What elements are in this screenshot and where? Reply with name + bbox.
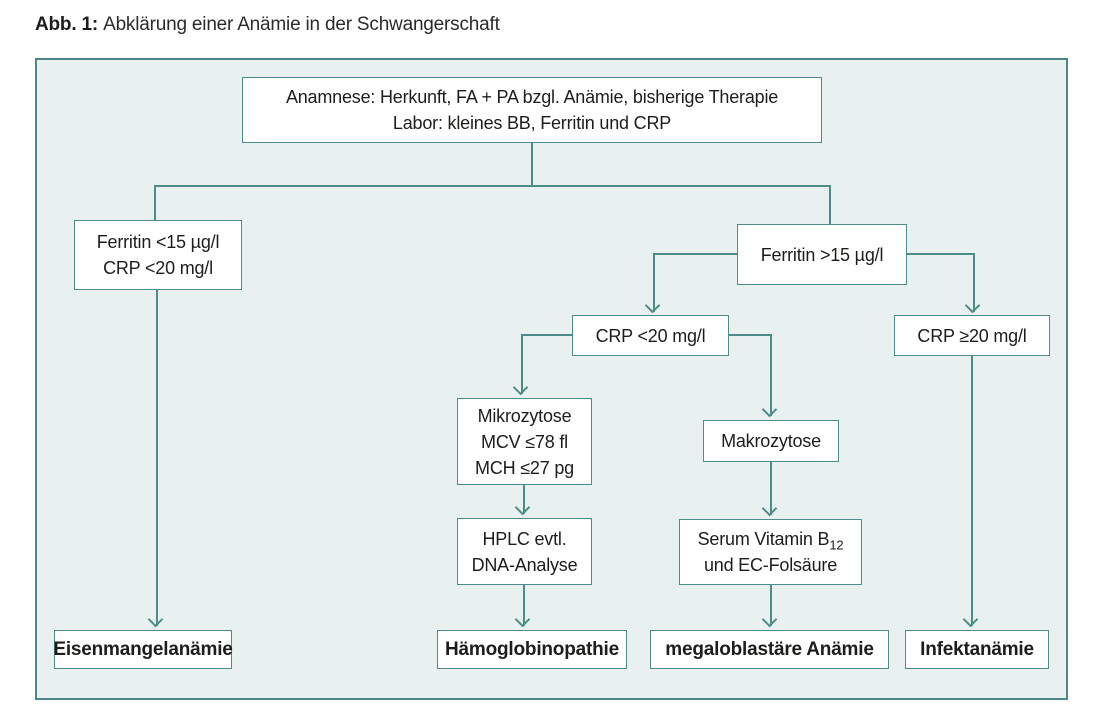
connector-branch-horizontal <box>154 185 831 187</box>
arrowhead-hplc-icon <box>514 499 531 516</box>
node-ferritin-high-line1: Ferritin >15 µg/l <box>760 244 884 265</box>
node-serum-b12-line1-prefix: Serum Vitamin B <box>697 529 830 549</box>
node-hplc-line1: HPLC evtl. <box>482 528 567 549</box>
node-megaloblastaere-anaemie: megaloblastäre Anämie <box>650 630 889 669</box>
connector-crp-high-to-infekt <box>971 356 973 626</box>
node-eisenmangelanaemie: Eisenmangelanämie <box>53 630 233 669</box>
connector-crp-low-left-horizontal <box>521 334 572 336</box>
node-anamnese: Anamnese: Herkunft, FA + PA bzgl. Anämie… <box>242 77 822 143</box>
connector-makrozytose-to-serum <box>770 462 772 515</box>
node-crp-high-line1: CRP ≥20 mg/l <box>917 325 1027 346</box>
node-mikrozytose: Mikrozytose MCV ≤78 fl MCH ≤27 pg <box>457 398 592 485</box>
node-infektanaemie: Infektanämie <box>905 630 1049 669</box>
node-eisenmangelanaemie-label: Eisenmangelanämie <box>53 638 233 660</box>
arrowhead-infekt-icon <box>962 611 979 628</box>
node-ferritin-low-line1: Ferritin <15 µg/l <box>96 232 220 252</box>
connector-mikrozytose-to-hplc <box>523 485 525 514</box>
arrowhead-megaloblastaere-icon <box>761 611 778 628</box>
node-makrozytose: Makrozytose <box>703 420 839 462</box>
node-hplc: HPLC evtl. DNA-Analyse <box>457 518 592 585</box>
connector-ferritin-high-to-crp-high <box>973 253 975 312</box>
connector-crp-low-to-makrozytose <box>770 334 772 416</box>
node-ferritin-high: Ferritin >15 µg/l <box>737 224 907 285</box>
node-crp-high: CRP ≥20 mg/l <box>894 315 1050 356</box>
node-mikrozytose-line3: MCH ≤27 pg <box>475 457 574 478</box>
arrowhead-eisenmangel-icon <box>147 611 164 628</box>
figure-caption: Abb. 1: Abklärung einer Anämie in der Sc… <box>35 14 500 36</box>
node-mikrozytose-line1: Mikrozytose <box>477 405 572 426</box>
node-serum-b12-line1-subscript: 12 <box>829 537 844 553</box>
node-ferritin-low-line2: CRP <20 mg/l <box>103 258 213 278</box>
node-makrozytose-line1: Makrozytose <box>721 431 821 451</box>
connector-ferritin-high-left-horizontal <box>653 253 737 255</box>
flowchart-panel: Anamnese: Herkunft, FA + PA bzgl. Anämie… <box>35 58 1068 700</box>
arrowhead-haemoglobinopathie-icon <box>514 611 531 628</box>
arrowhead-crp-high-icon <box>964 297 981 314</box>
node-serum-b12-line1: Serum Vitamin B12 <box>698 526 844 552</box>
connector-anamnese-down <box>531 143 533 187</box>
connector-crp-low-right-horizontal <box>729 334 772 336</box>
connector-branch-right-down <box>829 185 831 224</box>
connector-serum-to-megaloblastaere <box>770 585 772 626</box>
node-hplc-line2: DNA-Analyse <box>471 554 578 575</box>
node-haemoglobinopathie-label: Hämoglobinopathie <box>445 638 619 660</box>
connector-branch-left-down <box>154 185 156 220</box>
figure-caption-label: Abb. 1: <box>35 14 98 35</box>
node-serum-b12-line2: und EC-Folsäure <box>703 555 838 575</box>
connector-ferritin-high-to-crp-low <box>653 253 655 312</box>
arrowhead-makrozytose-icon <box>761 401 778 418</box>
connector-ferritin-high-right-horizontal <box>907 253 975 255</box>
arrowhead-crp-low-icon <box>644 297 661 314</box>
arrowhead-mikrozytose-icon <box>512 379 529 396</box>
node-haemoglobinopathie: Hämoglobinopathie <box>437 630 627 669</box>
connector-crp-low-to-mikrozytose <box>521 334 523 394</box>
node-crp-low: CRP <20 mg/l <box>572 315 729 356</box>
node-ferritin-low: Ferritin <15 µg/l CRP <20 mg/l <box>74 220 242 290</box>
node-serum-b12: Serum Vitamin B12 und EC-Folsäure <box>679 519 862 585</box>
node-crp-low-line1: CRP <20 mg/l <box>595 325 706 346</box>
node-anamnese-line2: Labor: kleines BB, Ferritin und CRP <box>392 113 672 133</box>
figure-caption-text: Abklärung einer Anämie in der Schwangers… <box>103 14 500 35</box>
node-infektanaemie-label: Infektanämie <box>920 638 1034 660</box>
node-mikrozytose-line2: MCV ≤78 fl <box>481 431 568 452</box>
node-anamnese-line1: Anamnese: Herkunft, FA + PA bzgl. Anämie… <box>285 87 779 107</box>
connector-hplc-to-haemoglobinopathie <box>523 585 525 626</box>
node-megaloblastaere-anaemie-label: megaloblastäre Anämie <box>665 638 874 660</box>
connector-ferritin-low-to-eisenmangel <box>156 290 158 626</box>
arrowhead-serum-icon <box>761 500 778 517</box>
